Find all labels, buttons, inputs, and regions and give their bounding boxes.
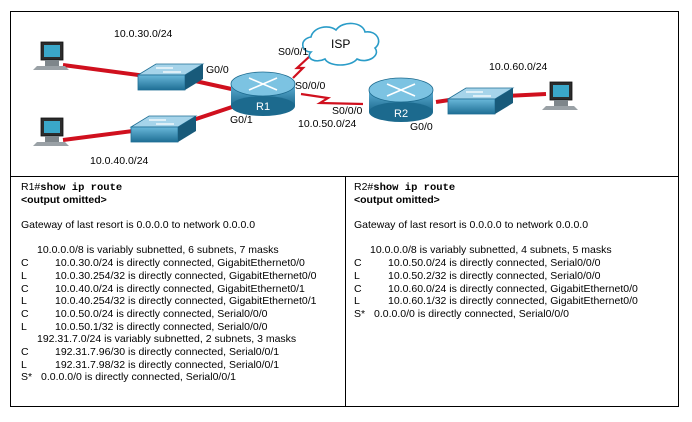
r1-subnet-header-2: 192.31.7.0/24 is variably subnetted, 2 s… [37, 333, 297, 346]
label-lan-10-0-40-0: 10.0.40.0/24 [90, 155, 149, 167]
route-entry: L 10.0.40.254/32 is directly connected, G… [21, 295, 341, 308]
route-code: L [21, 320, 27, 333]
r1-routes-block-1: C 10.0.30.0/24 is directly connected, Gig… [21, 257, 341, 333]
route-entry: C 10.0.50.0/24 is directly connected, Ser… [354, 257, 676, 270]
route-code: C [21, 345, 29, 358]
r1-prompt: R1# [21, 181, 41, 193]
route-entry: L 10.0.30.254/32 is directly connected, G… [21, 270, 341, 283]
route-code: C [21, 307, 29, 320]
pc-3-icon [542, 81, 578, 110]
serial-link-r1-isp [292, 55, 311, 79]
route-entry: L 192.31.7.98/32 is directly connected, S… [21, 359, 341, 372]
label-r2: R2 [394, 108, 408, 120]
divider-vertical [345, 177, 346, 406]
route-entry: C 192.31.7.96/30 is directly connected, S… [21, 346, 341, 359]
r1-routes-block-2: C 192.31.7.96/30 is directly connected, S… [21, 346, 341, 371]
route-code: L [354, 295, 360, 308]
r2-routes-block-1: C 10.0.50.0/24 is directly connected, Ser… [354, 257, 676, 308]
switch-sw2 [129, 115, 198, 143]
label-isp: ISP [331, 37, 350, 51]
route-entry: L 10.0.50.1/32 is directly connected, Ser… [21, 321, 341, 334]
route-text: 192.31.7.98/32 is directly connected, Se… [55, 358, 280, 371]
label-serial-network: 10.0.50.0/24 [298, 118, 357, 130]
r2-routing-table-panel: R2#show ip route <output omitted> Gatewa… [354, 181, 676, 321]
network-topology-diagram: 10.0.30.0/24 10.0.40.0/24 10.0.60.0/24 1… [33, 22, 578, 167]
figure-frame [10, 11, 679, 407]
route-code: S* [21, 371, 33, 384]
route-entry: L 10.0.60.1/32 is directly connected, Gig… [354, 295, 676, 308]
route-text: 10.0.60.1/32 is directly connected, Giga… [388, 295, 638, 308]
route-text: 10.0.40.0/24 is directly connected, Giga… [55, 282, 305, 295]
route-entry: C 10.0.50.0/24 is directly connected, Ser… [21, 308, 341, 321]
route-code: L [21, 295, 27, 308]
r2-command: show ip route [373, 182, 456, 194]
r1-subnet-header-1: 10.0.0.0/8 is variably subnetted, 6 subn… [37, 244, 279, 257]
route-text: 10.0.30.0/24 is directly connected, Giga… [55, 257, 305, 270]
route-text: 10.0.50.0/24 is directly connected, Seri… [55, 307, 268, 320]
route-code: L [21, 269, 27, 282]
route-code: C [21, 282, 29, 295]
route-code: L [354, 269, 360, 282]
r1-routing-table-panel: R1#show ip route <output omitted> Gatewa… [21, 181, 341, 384]
serial-links [292, 55, 364, 106]
route-entry: C 10.0.30.0/24 is directly connected, Gig… [21, 257, 341, 270]
switch-sw3 [446, 87, 515, 115]
label-r1-g00: G0/0 [206, 64, 229, 76]
divider-horizontal [11, 176, 678, 177]
label-lan-10-0-30-0: 10.0.30.0/24 [114, 28, 173, 40]
route-code: L [21, 358, 27, 371]
label-r1-g01: G0/1 [230, 114, 253, 126]
link-pc1-sw1 [62, 63, 147, 78]
route-entry: L 10.0.50.2/32 is directly connected, Ser… [354, 270, 676, 283]
isp-cloud [301, 22, 380, 66]
route-text: 10.0.50.0/24 is directly connected, Seri… [388, 257, 601, 270]
router-r1 [230, 71, 296, 116]
r1-command-line: R1#show ip route [21, 181, 341, 194]
r2-default-route: S* 0.0.0.0/0 is directly connected, Seria… [354, 308, 676, 321]
route-text: 192.31.7.96/30 is directly connected, Se… [55, 345, 280, 358]
route-code: C [354, 257, 362, 270]
r1-output-omitted: <output omitted> [21, 193, 107, 206]
r2-output-omitted: <output omitted> [354, 193, 440, 206]
route-code: C [354, 282, 362, 295]
r1-command: show ip route [40, 182, 123, 194]
r1-gateway-line: Gateway of last resort is 0.0.0.0 to net… [21, 219, 256, 232]
label-r1-s000: S0/0/0 [295, 80, 326, 92]
r2-gateway-line: Gateway of last resort is 0.0.0.0 to net… [354, 219, 589, 232]
route-text: 10.0.50.1/32 is directly connected, Seri… [55, 320, 268, 333]
route-text: 10.0.60.0/24 is directly connected, Giga… [388, 282, 638, 295]
route-entry: C 10.0.40.0/24 is directly connected, Gig… [21, 283, 341, 296]
label-lan-10-0-60-0: 10.0.60.0/24 [489, 61, 548, 73]
label-r1-s001: S0/0/1 [278, 46, 309, 58]
label-r1: R1 [256, 101, 270, 113]
link-pc2-sw2 [62, 128, 142, 142]
r2-subnet-header-1: 10.0.0.0/8 is variably subnetted, 4 subn… [370, 244, 612, 257]
label-r2-s000: S0/0/0 [332, 105, 363, 117]
route-text: 10.0.30.254/32 is directly connected, Gi… [55, 269, 317, 282]
r1-default-route: S* 0.0.0.0/0 is directly connected, Seria… [21, 371, 341, 384]
route-text: 10.0.50.2/32 is directly connected, Seri… [388, 269, 601, 282]
pc-2-icon [33, 117, 69, 146]
pc-1-icon [33, 41, 69, 70]
route-code: C [21, 257, 29, 270]
route-code: S* [354, 307, 366, 320]
serial-link-r1-r2 [300, 92, 364, 106]
r2-prompt: R2# [354, 181, 374, 193]
route-entry: C 10.0.60.0/24 is directly connected, Gig… [354, 283, 676, 296]
route-text: 10.0.40.254/32 is directly connected, Gi… [55, 295, 317, 308]
route-text: 0.0.0.0/0 is directly connected, Serial0… [41, 371, 236, 384]
route-text: 0.0.0.0/0 is directly connected, Serial0… [374, 307, 569, 320]
switch-sw1 [136, 63, 205, 91]
router-r2 [368, 77, 434, 122]
r2-command-line: R2#show ip route [354, 181, 676, 194]
label-r2-g00: G0/0 [410, 121, 433, 133]
